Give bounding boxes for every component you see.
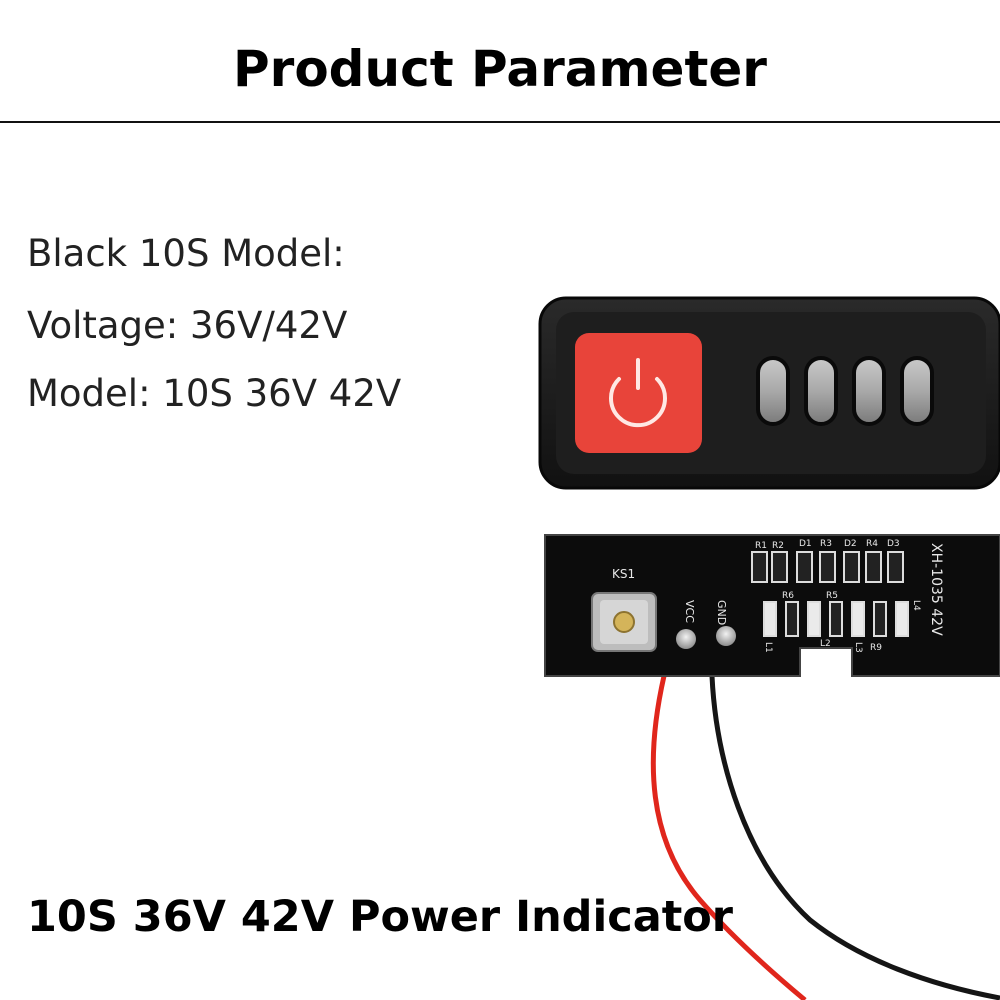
- label-l3: L3: [853, 642, 863, 653]
- tactile-switch: [591, 592, 657, 652]
- label-l1: L1: [763, 642, 773, 653]
- power-icon: [609, 358, 667, 428]
- component-labels: R1 R2 D1 R3 D2 R4 D3 R6 R5 L1 L2 L3 L4 R…: [755, 539, 921, 653]
- label-r4: R4: [866, 539, 878, 549]
- led-window-2: [804, 356, 838, 426]
- led-windows: [756, 356, 934, 426]
- gnd-label: GND: [715, 600, 728, 625]
- spec-voltage: Voltage: 36V/42V: [27, 304, 348, 347]
- vcc-label: VCC: [683, 600, 696, 623]
- label-d1: D1: [799, 539, 812, 549]
- led-window-1: [756, 356, 790, 426]
- model-label: XH-1035 42V: [928, 543, 944, 636]
- label-r9: R9: [870, 643, 882, 653]
- product-caption: 10S 36V 42V Power Indicator: [27, 892, 734, 942]
- red-wire: [650, 675, 807, 1000]
- gnd-pad: [716, 626, 736, 646]
- black-wire: [709, 675, 1000, 1000]
- title-divider: [0, 121, 1000, 123]
- page-title: Product Parameter: [233, 40, 767, 98]
- spec-model-heading: Black 10S Model:: [27, 232, 345, 275]
- switch-label: KS1: [612, 567, 635, 581]
- power-button: [575, 333, 702, 453]
- label-r2: R2: [772, 541, 784, 551]
- wires: [650, 675, 1000, 1000]
- label-r6: R6: [782, 591, 794, 601]
- led-window-3: [852, 356, 886, 426]
- label-d3: D3: [887, 539, 900, 549]
- spec-model: Model: 10S 36V 42V: [27, 372, 402, 415]
- label-r1: R1: [755, 541, 767, 551]
- vcc-pad: [676, 629, 696, 649]
- label-r3: R3: [820, 539, 832, 549]
- pcb-board: KS1 VCC GND R1 R2 D1 R3: [544, 534, 1000, 677]
- label-l4: L4: [911, 600, 921, 611]
- indicator-case: [538, 296, 1000, 490]
- label-l2: L2: [820, 639, 831, 649]
- label-r5: R5: [826, 591, 838, 601]
- led-window-4: [900, 356, 934, 426]
- component-row-top: [751, 551, 904, 583]
- label-d2: D2: [844, 539, 857, 549]
- led-row: [763, 601, 909, 637]
